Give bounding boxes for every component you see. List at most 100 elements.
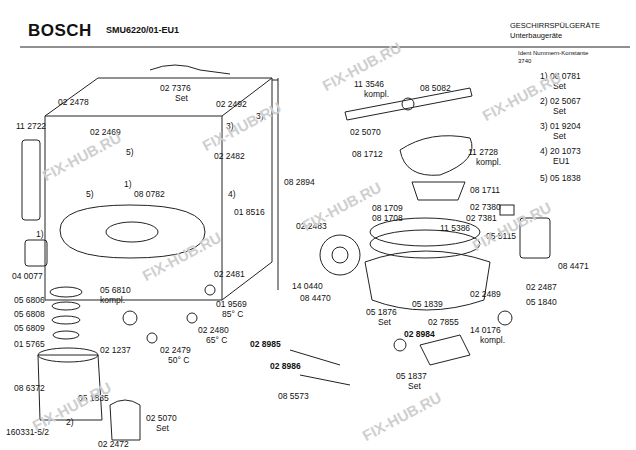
ring — [53, 331, 79, 339]
part-number: 05 6808 — [14, 310, 45, 319]
part-number: 02 8984 — [404, 330, 435, 339]
ring — [52, 302, 80, 310]
switch-part — [123, 311, 137, 325]
part-number: 02 7376 — [160, 84, 191, 93]
part-number: 02 2482 — [214, 152, 245, 161]
set-number: 3) 01 9204 — [540, 122, 581, 131]
part-number: 05 6810 — [100, 286, 131, 295]
part-number: 08 5573 — [278, 392, 309, 401]
part-note: kompl. — [364, 90, 389, 99]
part-number: 02 7855 — [428, 318, 459, 327]
part-number: 14 0440 — [292, 282, 323, 291]
part-number: 08 2894 — [284, 178, 315, 187]
part-number: 14 0176 — [470, 326, 501, 335]
softener-top — [38, 348, 98, 362]
callout-number: 5) — [126, 148, 134, 157]
set-number: 5) 05 1838 — [540, 174, 581, 183]
part-number: 11 5386 — [440, 224, 470, 233]
part-number: 02 7380 — [470, 203, 501, 212]
watermark: FIX-HUB.RU — [300, 179, 384, 233]
part-number: 08 1709 — [372, 204, 403, 213]
part-number: 02 7381 — [466, 214, 497, 223]
brand-logo: BOSCH — [28, 22, 92, 39]
part-note: kompl. — [100, 296, 125, 305]
callout-number: 2) — [66, 418, 74, 427]
hose-top — [150, 65, 230, 74]
part-number: 08 1712 — [352, 150, 383, 159]
part-number: 11 2722 — [16, 122, 46, 131]
part-number: 01 8516 — [234, 208, 265, 217]
seal — [394, 339, 406, 351]
dispenser-part — [25, 240, 47, 266]
seal — [498, 311, 512, 325]
part-number: 01 5765 — [14, 340, 45, 349]
part-note: kompl. — [476, 158, 501, 167]
part-number: 08 0782 — [134, 190, 165, 199]
watermark: FIX-HUB.RU — [140, 229, 224, 283]
thermostat — [205, 285, 215, 295]
part-number: 11 3546 — [354, 80, 384, 89]
temperature-rating: 50° C — [168, 356, 189, 365]
thermostat — [187, 313, 197, 323]
sump-housing — [365, 251, 490, 310]
part-number: 08 4471 — [558, 262, 589, 271]
spray-hub — [402, 98, 414, 110]
part-number: 08 6372 — [14, 384, 45, 393]
part-number: 05 1839 — [412, 300, 443, 309]
part-number: 02 2478 — [58, 98, 89, 107]
model-number: SMU6220/01-EU1 — [106, 26, 179, 35]
ring — [52, 316, 80, 324]
part-number: 05 6809 — [14, 324, 45, 333]
ring — [50, 287, 82, 297]
part-number: 04 0077 — [12, 272, 43, 281]
part-number: 02 5070 — [146, 414, 177, 423]
part-number: 01 9569 — [216, 300, 247, 309]
category-heading: GESCHIRRSPÜLGERÄTE — [510, 22, 600, 30]
clip — [500, 205, 514, 215]
watermark: FIX-HUB.RU — [40, 129, 124, 183]
spray-arm — [345, 88, 472, 120]
category-subheading: Unterbaugeräte — [510, 32, 562, 40]
part-number: 02 2481 — [214, 270, 245, 279]
part-number: 05 1837 — [396, 372, 427, 381]
temperature-rating: 65° C — [206, 336, 227, 345]
set-note: EU1 — [553, 157, 570, 166]
part-number: 08 5082 — [420, 84, 451, 93]
part-number: 02 5070 — [350, 128, 381, 137]
set-number: 4) 20 1073 — [540, 147, 581, 156]
part-number: 08 1708 — [372, 214, 403, 223]
callout-number: 5) — [86, 190, 94, 199]
watermark: FIX-HUB.RU — [360, 389, 444, 443]
part-number: 02 8986 — [270, 362, 301, 371]
set-note: Set — [553, 132, 566, 141]
callout-number: 1) — [36, 230, 44, 239]
tub-edges — [45, 78, 272, 300]
filter-ring — [370, 230, 480, 258]
thermostat — [147, 333, 157, 343]
part-number: 05 6806 — [14, 296, 45, 305]
pump-hub — [332, 247, 348, 263]
pump-motor — [320, 235, 360, 275]
callout-number: 4) — [228, 190, 236, 199]
part-number: 02 2489 — [470, 290, 501, 299]
valve-part — [110, 400, 140, 440]
callout-number: 1) — [124, 180, 132, 189]
ident-note: Ident Nummern-Konstante — [518, 50, 588, 56]
side-bracket — [22, 140, 40, 220]
part-note: kompl. — [480, 336, 505, 345]
hose-part — [420, 335, 470, 365]
part-number: 02 2492 — [216, 100, 247, 109]
part-number: 08 1711 — [470, 186, 500, 195]
sump-opening — [106, 222, 158, 242]
part-note: Set — [408, 382, 421, 391]
header-rule — [20, 47, 630, 48]
part-number: 11 2728 — [468, 148, 498, 157]
part-number: 05 1840 — [526, 298, 557, 307]
part-number: 02 2479 — [160, 346, 191, 355]
part-number: 08 4470 — [300, 294, 331, 303]
part-number: 02 2472 — [98, 440, 129, 449]
part-number: 02 2480 — [198, 326, 229, 335]
filter-cover — [400, 136, 472, 176]
part-note: Set — [378, 318, 391, 327]
